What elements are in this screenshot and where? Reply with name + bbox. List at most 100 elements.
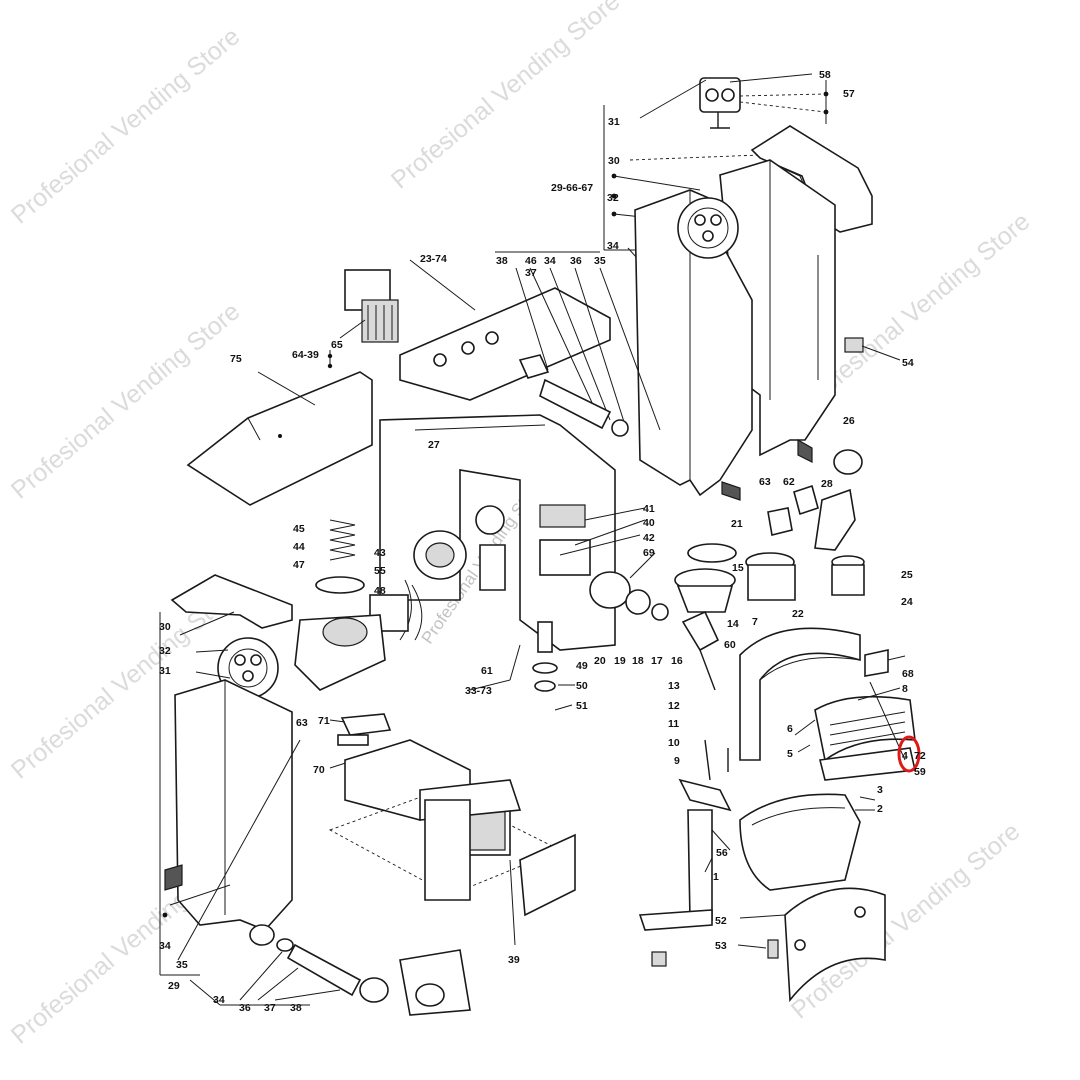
part-knob-26 bbox=[833, 449, 863, 475]
label-44: 44 bbox=[293, 541, 305, 553]
label-62: 62 bbox=[783, 476, 795, 488]
label-50: 50 bbox=[576, 680, 588, 692]
label-47: 47 bbox=[293, 559, 305, 571]
label-9: 9 bbox=[674, 755, 680, 767]
part-spout-28 bbox=[814, 488, 856, 551]
label-46: 46 bbox=[525, 255, 537, 267]
label-32-left: 32 bbox=[159, 645, 171, 657]
label-57: 57 bbox=[843, 88, 855, 100]
label-34: 34 bbox=[607, 240, 619, 252]
label-19: 19 bbox=[614, 655, 626, 667]
part-bracket-71 bbox=[337, 713, 392, 746]
label-71: 71 bbox=[318, 715, 330, 727]
label-54: 54 bbox=[902, 357, 914, 369]
part-bottom-frame bbox=[399, 799, 576, 1016]
label-30-left: 30 bbox=[159, 621, 171, 633]
part-nozzle-arm bbox=[638, 739, 732, 967]
part-curved-cover bbox=[784, 887, 886, 1003]
label-42: 42 bbox=[643, 532, 655, 544]
label-4: 4 bbox=[902, 750, 908, 762]
label-20: 20 bbox=[594, 655, 606, 667]
label-64-39: 64-39 bbox=[292, 349, 319, 361]
label-15: 15 bbox=[732, 562, 744, 574]
part-main-frame bbox=[379, 414, 616, 651]
label-45: 45 bbox=[293, 523, 305, 535]
label-56: 56 bbox=[716, 847, 728, 859]
label-61: 61 bbox=[481, 665, 493, 677]
part-geared-motor bbox=[344, 269, 399, 343]
label-29-66-67: 29-66-67 bbox=[551, 182, 593, 194]
label-35: 35 bbox=[594, 255, 606, 267]
label-43: 43 bbox=[374, 547, 386, 559]
part-drip-grid bbox=[814, 695, 916, 781]
part-mixer-bowl bbox=[294, 576, 386, 691]
label-3: 3 bbox=[877, 784, 883, 796]
label-40: 40 bbox=[643, 517, 655, 529]
label-31-left: 31 bbox=[159, 665, 171, 677]
label-69: 69 bbox=[643, 547, 655, 559]
part-sprocket-top bbox=[677, 197, 739, 259]
part-chute-panel bbox=[186, 371, 373, 506]
label-7: 7 bbox=[752, 616, 758, 628]
label-55: 55 bbox=[374, 565, 386, 577]
callout-labels: 58 57 31 30 29-66-67 32 34 23-74 38 46 3… bbox=[159, 69, 926, 1014]
part-mixer-motor bbox=[399, 530, 467, 641]
part-tube-connector bbox=[532, 621, 558, 692]
label-33-73: 33-73 bbox=[465, 685, 492, 697]
label-10: 10 bbox=[668, 737, 680, 749]
part-elbow-14 bbox=[681, 610, 720, 691]
part-spring bbox=[329, 519, 356, 561]
part-cap-62 bbox=[793, 484, 819, 516]
label-63-left: 63 bbox=[296, 717, 308, 729]
part-clip-53 bbox=[767, 939, 779, 959]
label-51: 51 bbox=[576, 700, 588, 712]
label-18: 18 bbox=[632, 655, 644, 667]
watermark-text: Profesional Vending Store bbox=[6, 22, 245, 229]
part-bracket-48 bbox=[369, 594, 409, 632]
part-funnel-15 bbox=[674, 568, 736, 613]
label-58: 58 bbox=[819, 69, 831, 81]
part-canister-lid-left bbox=[170, 574, 293, 629]
label-60: 60 bbox=[724, 639, 736, 651]
label-21: 21 bbox=[731, 518, 743, 530]
label-26: 26 bbox=[843, 415, 855, 427]
label-72: 72 bbox=[914, 750, 926, 762]
label-35-left: 35 bbox=[176, 959, 188, 971]
label-5: 5 bbox=[787, 748, 793, 760]
label-30: 30 bbox=[608, 155, 620, 167]
label-1: 1 bbox=[713, 871, 719, 883]
part-pulley-set bbox=[589, 571, 669, 621]
part-gasket-21 bbox=[687, 543, 737, 563]
part-splash-guard bbox=[739, 627, 861, 761]
label-37: 37 bbox=[525, 267, 537, 279]
part-auger-left bbox=[276, 938, 389, 1003]
label-38-bottom: 38 bbox=[290, 1002, 302, 1014]
label-8: 8 bbox=[902, 683, 908, 695]
label-29: 29 bbox=[168, 980, 180, 992]
part-canister-left bbox=[164, 679, 293, 946]
part-canister-front bbox=[634, 189, 753, 501]
label-34: 34 bbox=[544, 255, 556, 267]
label-49: 49 bbox=[576, 660, 588, 672]
label-37-bottom: 37 bbox=[264, 1002, 276, 1014]
label-22: 22 bbox=[792, 608, 804, 620]
label-6: 6 bbox=[787, 723, 793, 735]
label-48: 48 bbox=[374, 585, 386, 597]
label-34-left: 34 bbox=[159, 940, 171, 952]
label-32: 32 bbox=[607, 192, 619, 204]
label-38: 38 bbox=[496, 255, 508, 267]
label-12: 12 bbox=[668, 700, 680, 712]
part-support-plate bbox=[399, 287, 611, 401]
label-31: 31 bbox=[608, 116, 620, 128]
label-70: 70 bbox=[313, 764, 325, 776]
label-36-bottom: 36 bbox=[239, 1002, 251, 1014]
label-39: 39 bbox=[508, 954, 520, 966]
label-34-bottom: 34 bbox=[213, 994, 225, 1006]
label-17: 17 bbox=[651, 655, 663, 667]
part-cup-63 bbox=[767, 507, 793, 536]
label-2: 2 bbox=[877, 803, 883, 815]
label-53: 53 bbox=[715, 940, 727, 952]
part-cylinder-22 bbox=[745, 552, 796, 601]
label-14: 14 bbox=[727, 618, 739, 630]
